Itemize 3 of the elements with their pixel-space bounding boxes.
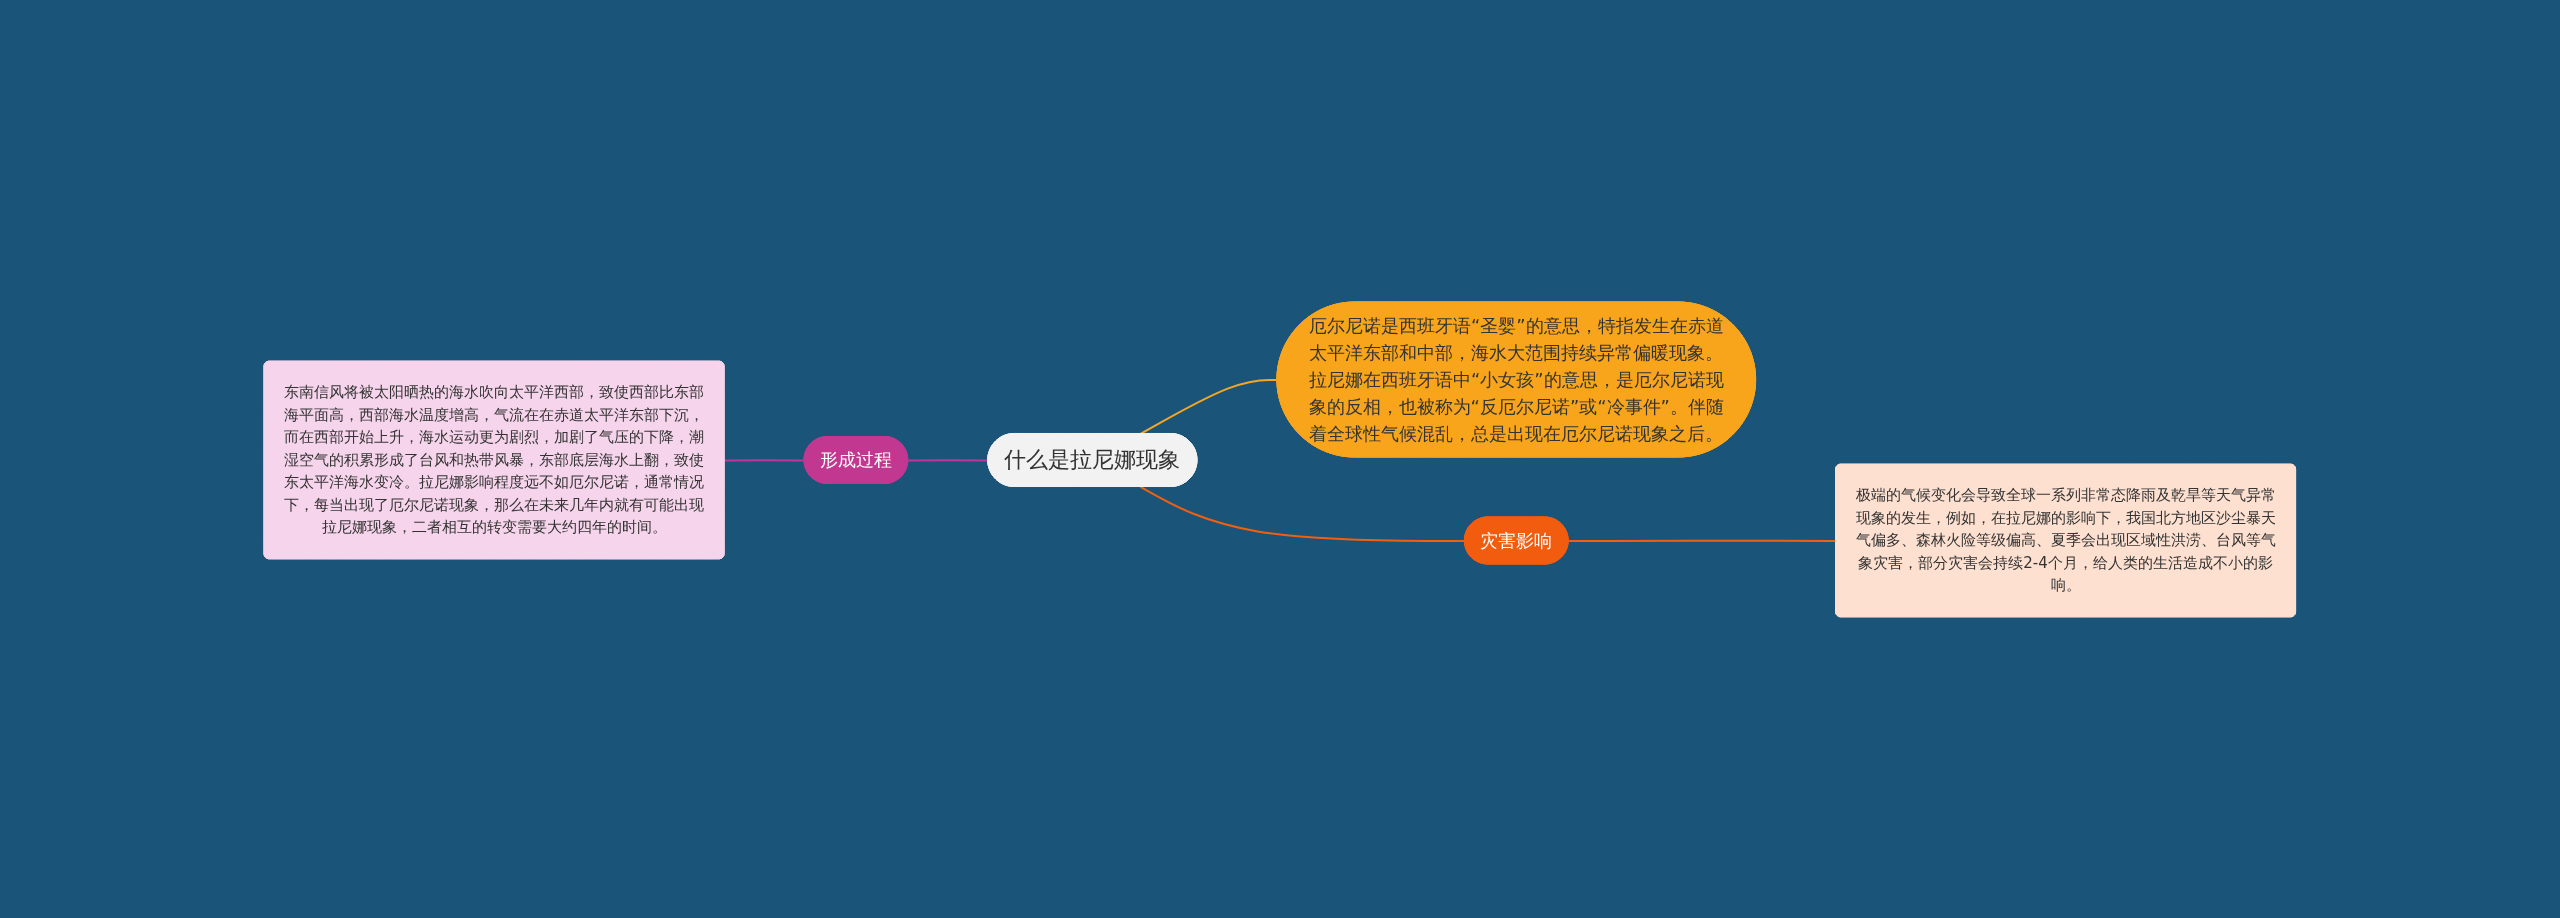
connector: [723, 458, 806, 462]
connector: [907, 458, 990, 462]
connector: [1139, 378, 1279, 435]
